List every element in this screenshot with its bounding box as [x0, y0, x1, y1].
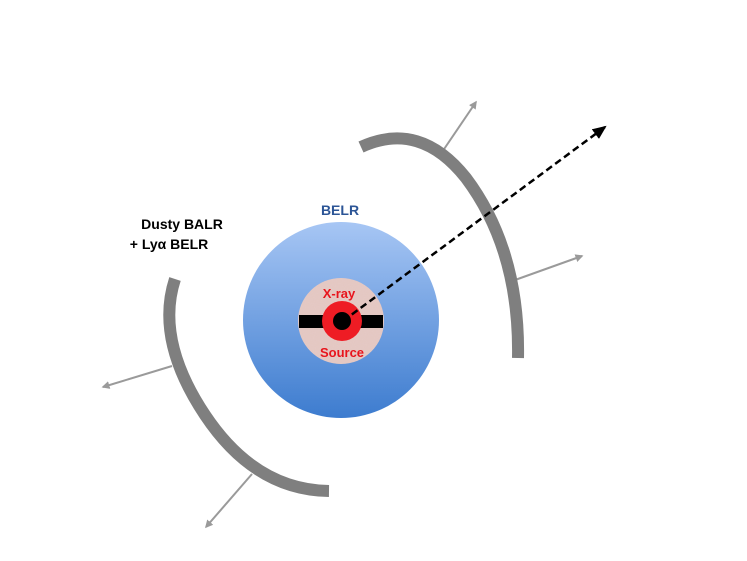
xray-label-bottom: Source	[320, 345, 364, 360]
outer-region-label-line1: Dusty BALR	[141, 216, 223, 232]
outflow-arrow-right	[514, 254, 584, 281]
outflow-arrow-left	[101, 365, 173, 389]
balr-arc-lower-left	[163, 277, 330, 497]
xray-label-top: X-ray	[323, 286, 356, 301]
outer-region-label-line2: + Lyα BELR	[130, 236, 209, 252]
central-black-hole	[333, 312, 351, 330]
belr-label: BELR	[321, 202, 359, 218]
line-of-sight-arrow	[342, 125, 607, 323]
balr-arc-upper-right	[358, 132, 525, 359]
outflow-arrow-lower-left	[205, 473, 253, 529]
